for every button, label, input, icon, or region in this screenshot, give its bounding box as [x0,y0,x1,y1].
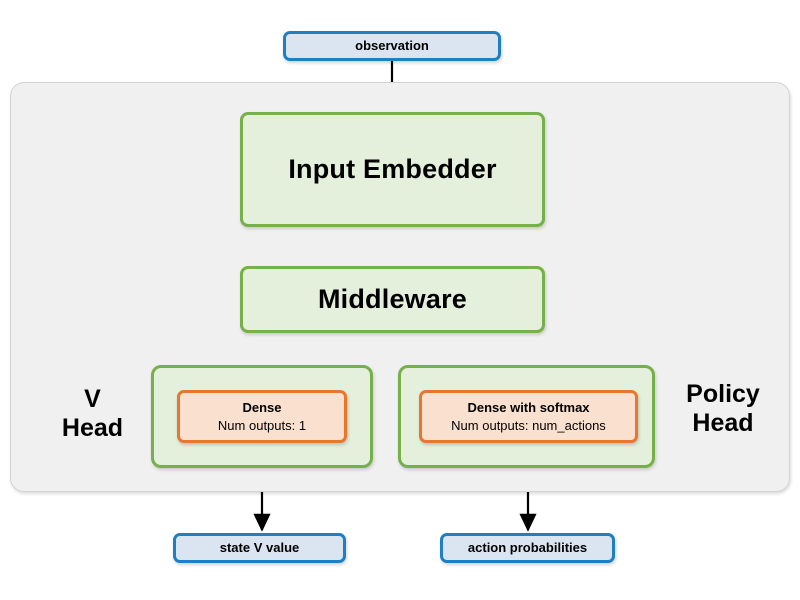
node-dense-policy[interactable]: Dense with softmax Num outputs: num_acti… [419,390,638,443]
node-state-v-value[interactable]: state V value [173,533,346,563]
node-state-v-value-label: state V value [219,540,300,556]
node-observation[interactable]: observation [283,31,501,61]
node-dense-policy-title: Dense with softmax [467,399,590,415]
node-dense-v[interactable]: Dense Num outputs: 1 [177,390,347,443]
node-input-embedder[interactable]: Input Embedder [240,112,545,227]
node-middleware[interactable]: Middleware [240,266,545,333]
node-observation-label: observation [355,38,429,54]
node-dense-v-subtitle: Num outputs: 1 [217,417,307,433]
label-policy-head: Policy Head [686,380,760,437]
label-v-head: V Head [61,385,124,442]
node-action-probabilities[interactable]: action probabilities [440,533,615,563]
node-dense-v-title: Dense [242,399,282,415]
node-input-embedder-label: Input Embedder [288,154,497,185]
node-action-probabilities-label: action probabilities [467,540,588,556]
node-middleware-label: Middleware [317,284,468,315]
node-dense-policy-subtitle: Num outputs: num_actions [451,417,606,433]
